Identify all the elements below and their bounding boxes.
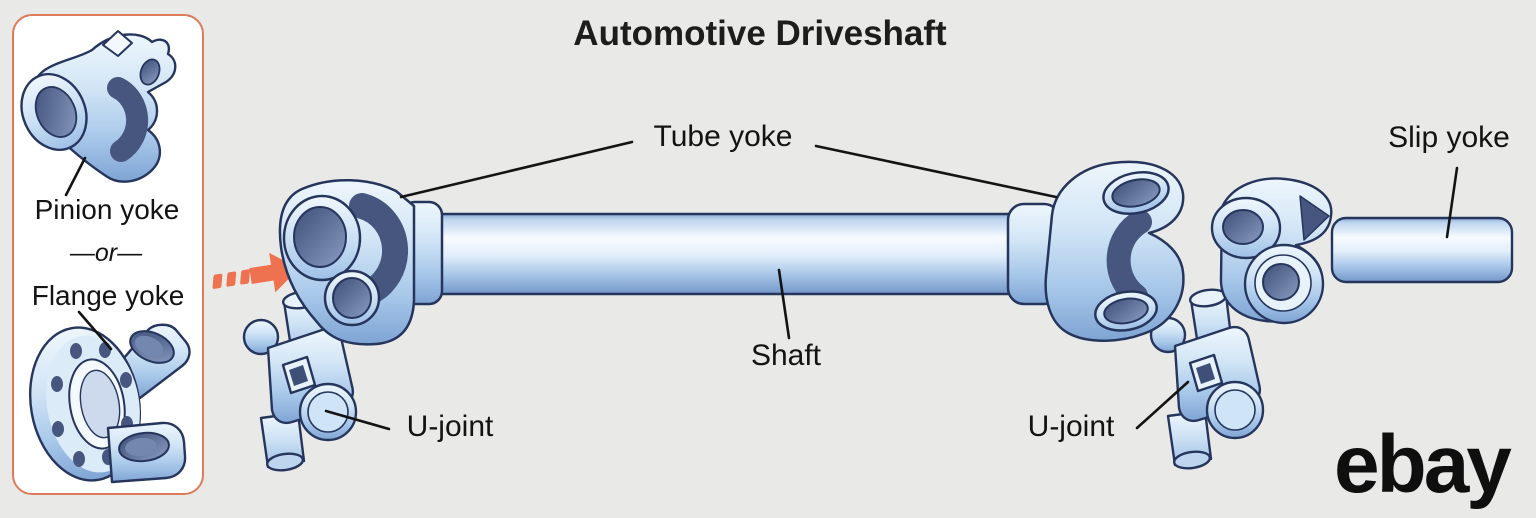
tube-yoke-right-illustration bbox=[1044, 160, 1185, 342]
tube-yoke-left-illustration bbox=[278, 179, 416, 346]
shaft-tube bbox=[418, 212, 1020, 296]
u-joint-left-illustration bbox=[242, 288, 358, 474]
shaft-collar bbox=[1006, 202, 1062, 306]
ebay-logo: ebay bbox=[1334, 419, 1512, 510]
diagram-title: Automotive Driveshaft bbox=[573, 14, 947, 53]
insert-arrow-icon bbox=[212, 252, 299, 293]
u-joint-right-illustration bbox=[1149, 286, 1265, 472]
label-or: —or— bbox=[69, 239, 143, 267]
driveshaft-illustration bbox=[278, 160, 1185, 346]
leader-lines bbox=[64, 140, 1459, 431]
label-shaft: Shaft bbox=[750, 339, 822, 372]
label-flange-yoke: Flange yoke bbox=[31, 280, 185, 311]
label-pinion-yoke: Pinion yoke bbox=[34, 194, 180, 225]
leader-tube-yoke-left bbox=[399, 140, 634, 199]
leader-shaft bbox=[777, 268, 791, 340]
leader-u-joint-left bbox=[324, 409, 391, 431]
label-tube-yoke: Tube yoke bbox=[653, 120, 793, 153]
slip-yoke-illustration bbox=[1210, 177, 1514, 325]
leader-tube-yoke-right bbox=[814, 144, 1058, 199]
label-slip-yoke: Slip yoke bbox=[1388, 121, 1510, 154]
label-u-joint-right: U-joint bbox=[1027, 410, 1115, 443]
leader-u-joint-right bbox=[1135, 380, 1190, 430]
label-u-joint-left: U-joint bbox=[406, 410, 494, 443]
leader-slip-yoke bbox=[1445, 166, 1459, 239]
